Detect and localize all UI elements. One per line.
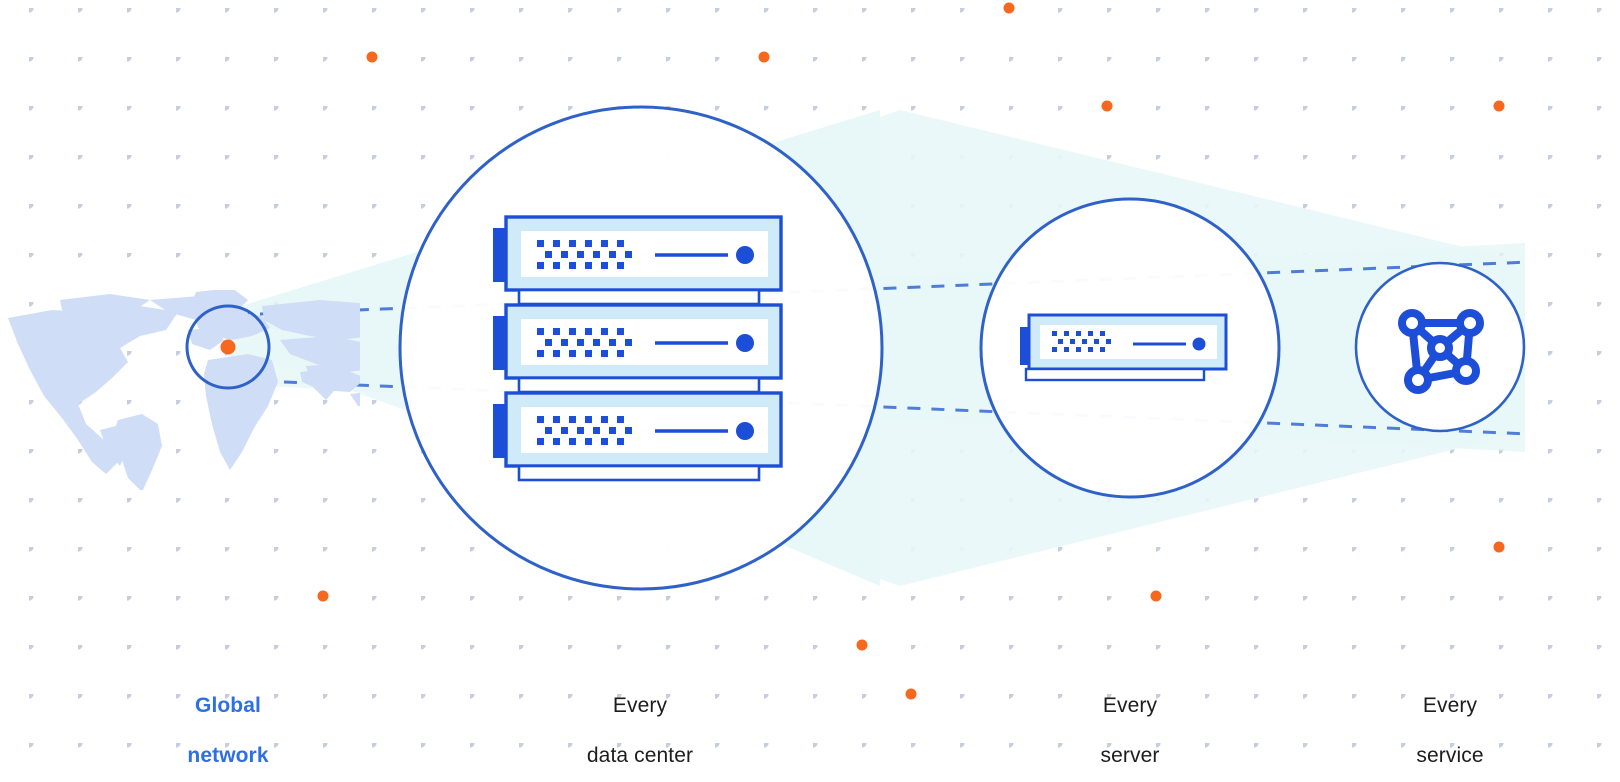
server-rack-unit-3 <box>493 391 783 482</box>
server-rack-unit-2 <box>493 303 783 394</box>
vent-dot-grid <box>537 240 632 269</box>
indicator-dot <box>736 246 754 264</box>
server-rack-unit-1 <box>493 215 783 306</box>
single-server-illustration <box>1020 313 1228 382</box>
indicator-dot <box>736 334 754 352</box>
indicator-dot <box>1192 337 1206 351</box>
indicator-dot <box>736 422 754 440</box>
vent-dot-grid <box>537 328 632 357</box>
highlight-dots <box>317 2 1505 700</box>
map-focus-circle <box>185 304 271 390</box>
vent-dot-grid <box>537 416 632 445</box>
world-map <box>8 290 360 490</box>
network-graph-icon <box>1398 309 1484 394</box>
location-pin-dot <box>220 339 236 355</box>
server-rack-illustration <box>493 215 783 482</box>
vent-dot-grid <box>1052 331 1111 352</box>
